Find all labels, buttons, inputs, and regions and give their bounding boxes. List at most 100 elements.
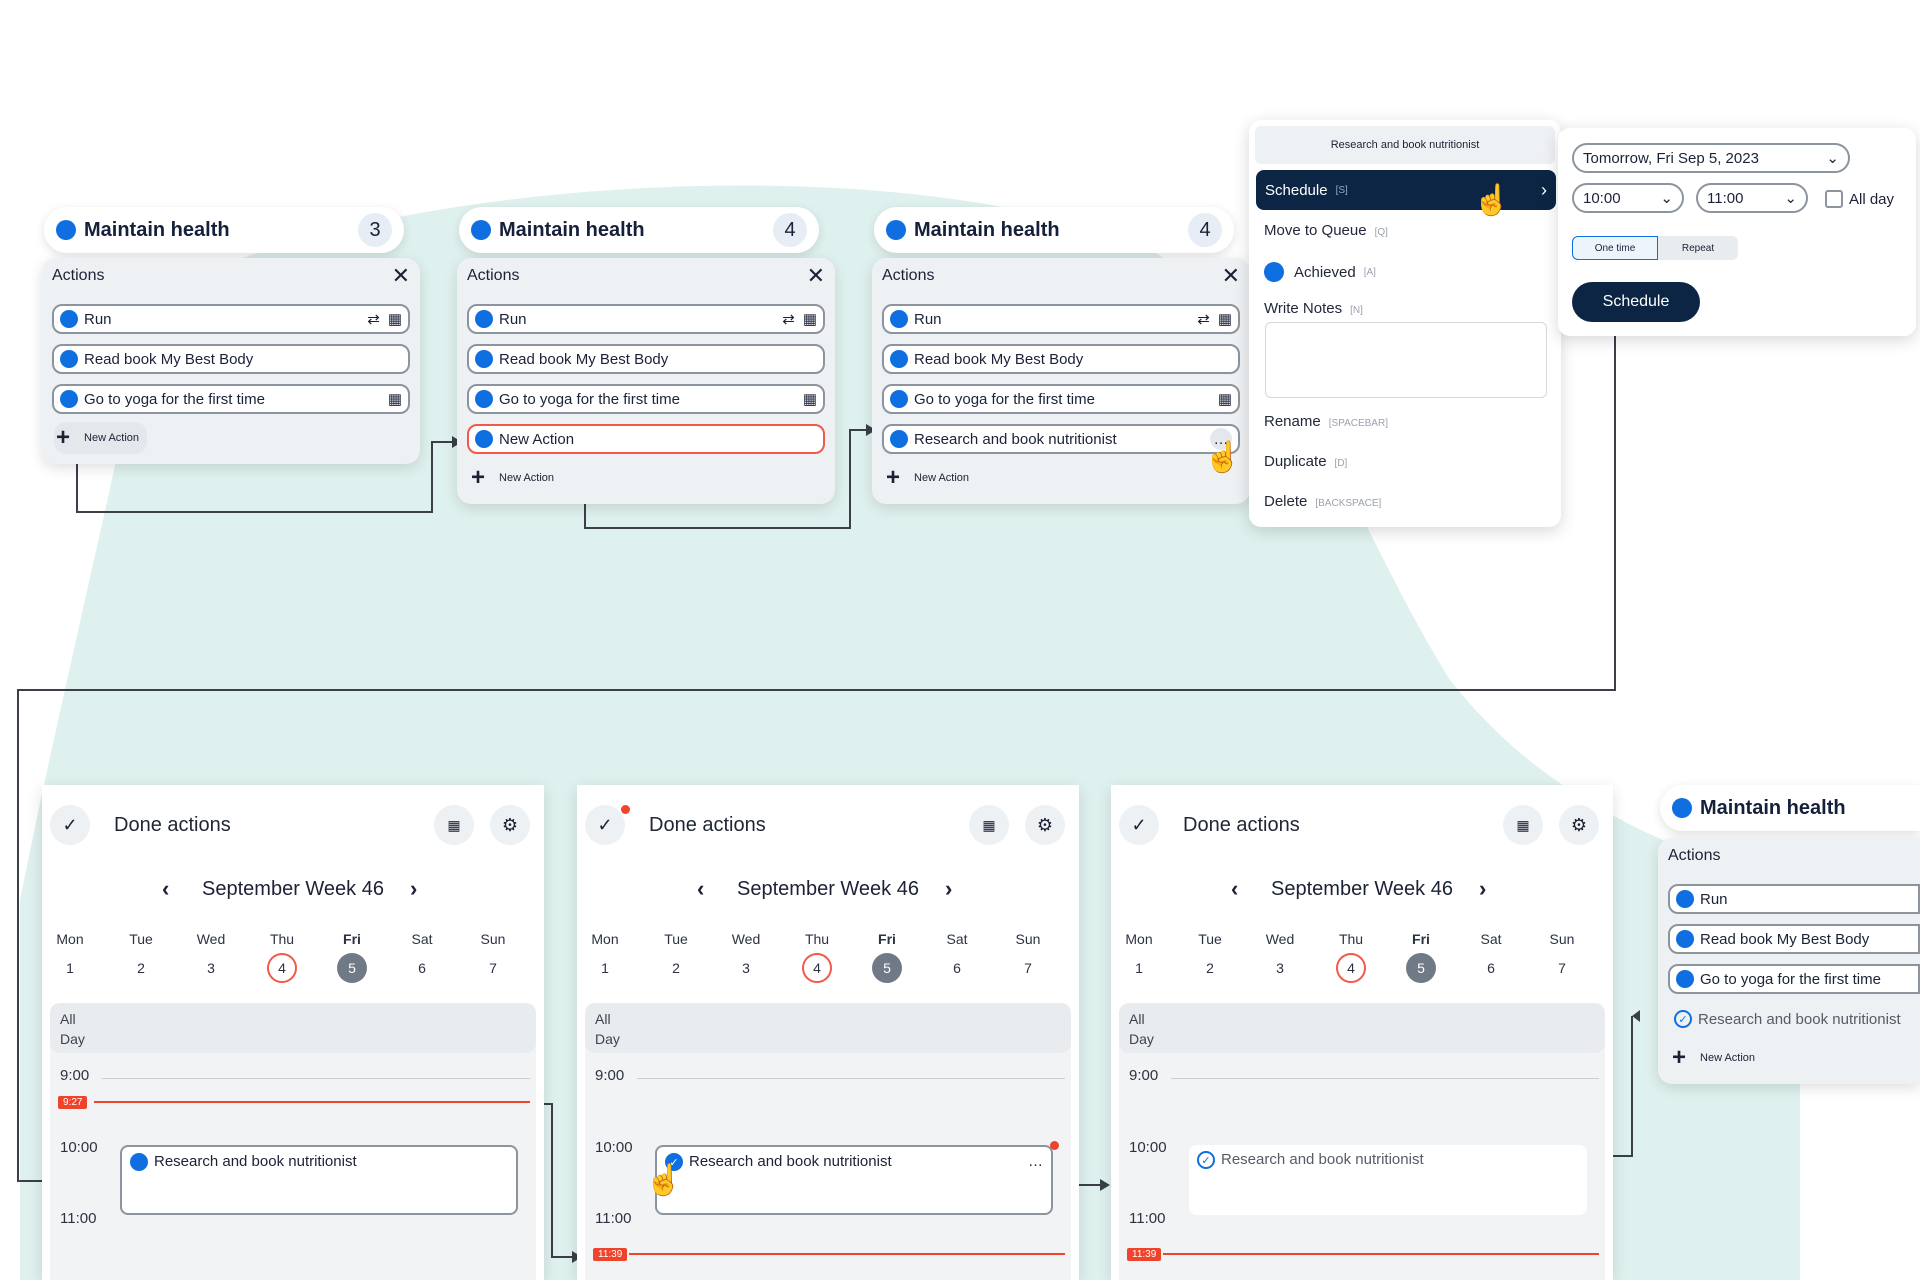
- day-number[interactable]: 2: [672, 960, 680, 976]
- goal-header-3[interactable]: Maintain health 4: [874, 207, 1234, 253]
- prev-week-icon[interactable]: ‹: [162, 876, 170, 901]
- day-number[interactable]: 3: [207, 960, 215, 976]
- day-number[interactable]: 1: [66, 960, 74, 976]
- action-row[interactable]: Run⇄▦: [52, 304, 410, 334]
- more-options-icon[interactable]: …: [1028, 1153, 1043, 1170]
- check-icon[interactable]: ✓: [50, 805, 90, 845]
- check-icon[interactable]: ✓: [1674, 1010, 1692, 1028]
- status-dot[interactable]: [890, 350, 908, 368]
- seg-repeat[interactable]: Repeat: [1658, 236, 1738, 260]
- check-icon[interactable]: ✓: [585, 805, 625, 845]
- action-row[interactable]: Run⇄▦: [882, 304, 1240, 334]
- calendar-icon[interactable]: ▦: [969, 805, 1009, 845]
- menu-item-achieved[interactable]: Achieved[A]: [1264, 262, 1376, 282]
- day-number[interactable]: 6: [1487, 960, 1495, 976]
- calendar-icon[interactable]: ▦: [1503, 805, 1543, 845]
- date-select[interactable]: Tomorrow, Fri Sep 5, 2023⌄: [1572, 143, 1850, 173]
- status-dot[interactable]: [890, 310, 908, 328]
- event-card[interactable]: ✓Research and book nutritionist…: [655, 1145, 1053, 1215]
- status-dot[interactable]: [475, 310, 493, 328]
- menu-item-write-notes[interactable]: Write Notes[N]: [1264, 300, 1363, 317]
- day-number[interactable]: 4: [267, 953, 297, 983]
- day-number[interactable]: 1: [1135, 960, 1143, 976]
- status-dot[interactable]: [475, 390, 493, 408]
- new-action-button[interactable]: +New Action: [886, 464, 969, 492]
- status-dot[interactable]: [1676, 930, 1694, 948]
- check-icon[interactable]: ✓: [1197, 1151, 1215, 1169]
- status-dot[interactable]: [890, 430, 908, 448]
- goal-header-1[interactable]: Maintain health 3: [44, 207, 404, 253]
- status-dot[interactable]: [60, 390, 78, 408]
- status-dot[interactable]: [890, 390, 908, 408]
- new-action-input[interactable]: New Action: [467, 424, 825, 454]
- menu-item-delete[interactable]: Delete[BACKSPACE]: [1264, 493, 1382, 510]
- menu-item-move-to-queue[interactable]: Move to Queue[Q]: [1264, 222, 1388, 239]
- action-row[interactable]: Go to yoga for the first time▦: [467, 384, 825, 414]
- action-row[interactable]: Go to yoga for the first time▦: [52, 384, 410, 414]
- day-number[interactable]: 7: [1024, 960, 1032, 976]
- day-number[interactable]: 5: [872, 953, 902, 983]
- goal-header-final[interactable]: Maintain health: [1660, 785, 1920, 831]
- action-row[interactable]: Read book My Best Body: [882, 344, 1240, 374]
- menu-item-rename[interactable]: Rename[SPACEBAR]: [1264, 413, 1388, 430]
- menu-item-schedule[interactable]: Schedule[S]›: [1256, 170, 1556, 210]
- action-row[interactable]: Read book My Best Body: [467, 344, 825, 374]
- day-number[interactable]: 6: [418, 960, 426, 976]
- next-week-icon[interactable]: ›: [1479, 876, 1487, 901]
- prev-week-icon[interactable]: ‹: [697, 876, 705, 901]
- status-dot[interactable]: [475, 350, 493, 368]
- event-card[interactable]: Research and book nutritionist: [120, 1145, 518, 1215]
- end-time-select[interactable]: 11:00⌄: [1696, 183, 1808, 213]
- action-row[interactable]: Go to yoga for the first time: [1668, 964, 1920, 994]
- day-number[interactable]: 3: [742, 960, 750, 976]
- day-number[interactable]: 7: [1558, 960, 1566, 976]
- allday-checkbox[interactable]: All day: [1825, 190, 1894, 208]
- status-dot[interactable]: [60, 350, 78, 368]
- day-number[interactable]: 2: [137, 960, 145, 976]
- day-number[interactable]: 4: [1336, 953, 1366, 983]
- action-row[interactable]: Research and book nutritionist…: [882, 424, 1240, 454]
- next-week-icon[interactable]: ›: [945, 876, 953, 901]
- close-icon[interactable]: ✕: [1221, 263, 1240, 288]
- day-number[interactable]: 6: [953, 960, 961, 976]
- status-dot[interactable]: [475, 430, 493, 448]
- action-row[interactable]: Run⇄▦: [467, 304, 825, 334]
- gear-icon[interactable]: ⚙: [1025, 805, 1065, 845]
- prev-week-icon[interactable]: ‹: [1231, 876, 1239, 901]
- event-card-done[interactable]: ✓Research and book nutritionist: [1189, 1145, 1587, 1215]
- menu-item-duplicate[interactable]: Duplicate[D]: [1264, 453, 1348, 470]
- close-icon[interactable]: ✕: [391, 263, 410, 288]
- day-number[interactable]: 7: [489, 960, 497, 976]
- gear-icon[interactable]: ⚙: [1559, 805, 1599, 845]
- seg-one-time[interactable]: One time: [1572, 236, 1658, 260]
- day-number[interactable]: 3: [1276, 960, 1284, 976]
- status-dot[interactable]: [1676, 890, 1694, 908]
- gear-icon[interactable]: ⚙: [490, 805, 530, 845]
- action-row[interactable]: Go to yoga for the first time▦: [882, 384, 1240, 414]
- new-action-button[interactable]: +New Action: [471, 464, 554, 492]
- status-dot[interactable]: [130, 1153, 148, 1171]
- notes-textarea[interactable]: [1265, 322, 1547, 398]
- goal-header-2[interactable]: Maintain health 4: [459, 207, 819, 253]
- day-number[interactable]: 5: [1406, 953, 1436, 983]
- status-dot[interactable]: [60, 310, 78, 328]
- day-number[interactable]: 5: [337, 953, 367, 983]
- action-row-done[interactable]: ✓Research and book nutritionist: [1668, 1004, 1920, 1034]
- action-row[interactable]: Run: [1668, 884, 1920, 914]
- action-row[interactable]: Read book My Best Body: [52, 344, 410, 374]
- day-number[interactable]: 1: [601, 960, 609, 976]
- more-options-icon[interactable]: …: [1210, 428, 1232, 450]
- calendar-icon[interactable]: ▦: [434, 805, 474, 845]
- close-icon[interactable]: ✕: [806, 263, 825, 288]
- check-icon[interactable]: ✓: [665, 1153, 683, 1171]
- next-week-icon[interactable]: ›: [410, 876, 418, 901]
- schedule-button[interactable]: Schedule: [1572, 282, 1700, 322]
- new-action-button[interactable]: +New Action: [54, 422, 148, 454]
- day-number[interactable]: 2: [1206, 960, 1214, 976]
- status-dot[interactable]: [1676, 970, 1694, 988]
- check-icon[interactable]: ✓: [1119, 805, 1159, 845]
- start-time-select[interactable]: 10:00⌄: [1572, 183, 1684, 213]
- new-action-button[interactable]: +New Action: [1672, 1044, 1755, 1072]
- action-row[interactable]: Read book My Best Body: [1668, 924, 1920, 954]
- day-number[interactable]: 4: [802, 953, 832, 983]
